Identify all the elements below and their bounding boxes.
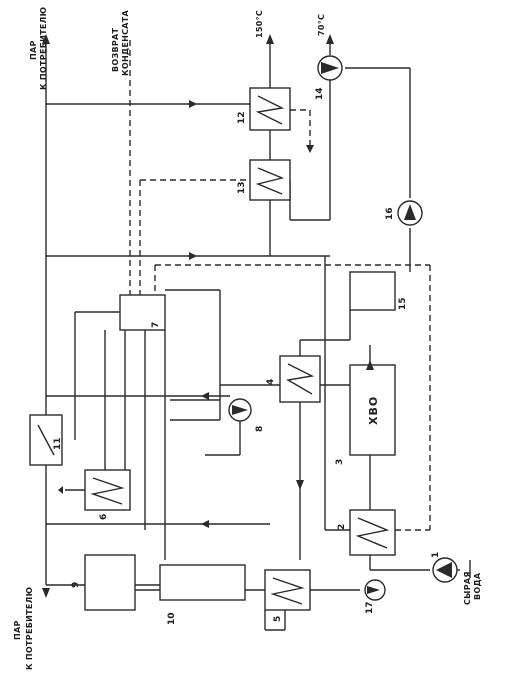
raw-water-label-2: ВОДА (473, 572, 482, 600)
heat-exchanger-5 (264, 569, 311, 611)
steam-top-label-1: ПАР (29, 40, 38, 60)
xbo-label: ХВО (367, 396, 380, 425)
return-label-2: КОНДЕНСАТА (121, 9, 130, 76)
flow-arrows (42, 34, 374, 598)
node-number-4: 4 (266, 379, 276, 385)
node-number-7: 7 (151, 322, 161, 328)
equipment (29, 55, 458, 611)
heat-exchanger-12 (249, 87, 291, 131)
boiler-9 (84, 554, 136, 611)
heat-exchanger-13 (249, 159, 291, 201)
tank-15 (349, 271, 396, 311)
steam-bottom-label-2: К ПОТРЕБИТЕЛЮ (25, 587, 34, 670)
node-number-14: 14 (315, 87, 325, 100)
node-number-2: 2 (337, 524, 347, 530)
node-numbers: 1 2 3 4 5 6 7 8 9 10 11 12 13 14 15 16 1… (53, 87, 441, 625)
node-number-6: 6 (99, 514, 109, 520)
node-number-5: 5 (273, 616, 283, 622)
node-number-13: 13 (237, 181, 247, 194)
steam-top-label-2: К ПОТРЕБИТЕЛЮ (39, 7, 48, 90)
raw-water-label-1: СЫРАЯ (463, 571, 472, 605)
node-number-8: 8 (255, 426, 265, 432)
node-number-16: 16 (385, 207, 395, 220)
node-number-11: 11 (53, 437, 63, 450)
deaerator-7 (119, 294, 166, 331)
dashed-pipelines (129, 40, 431, 531)
return-label-1: ВОЗВРАТ (111, 27, 120, 72)
node-number-15: 15 (398, 297, 408, 310)
water-treatment-3 (349, 364, 396, 456)
node-number-9: 9 (71, 582, 81, 588)
heat-exchanger-4 (279, 355, 321, 403)
node-number-10: 10 (167, 612, 177, 625)
node-number-17: 17 (365, 601, 375, 614)
node-number-1: 1 (431, 552, 441, 558)
heat-exchanger-6 (84, 469, 131, 511)
node-number-12: 12 (237, 111, 247, 124)
temp-70-label: 70°С (317, 14, 326, 36)
steam-bottom-label-1: ПАР (13, 620, 22, 640)
temp-150-label: 150°С (255, 10, 264, 38)
node-number-3: 3 (335, 459, 345, 465)
text-labels: ПАР К ПОТРЕБИТЕЛЮ ПАР К ПОТРЕБИТЕЛЮ ВОЗВ… (13, 7, 482, 670)
unit-10 (159, 564, 246, 601)
